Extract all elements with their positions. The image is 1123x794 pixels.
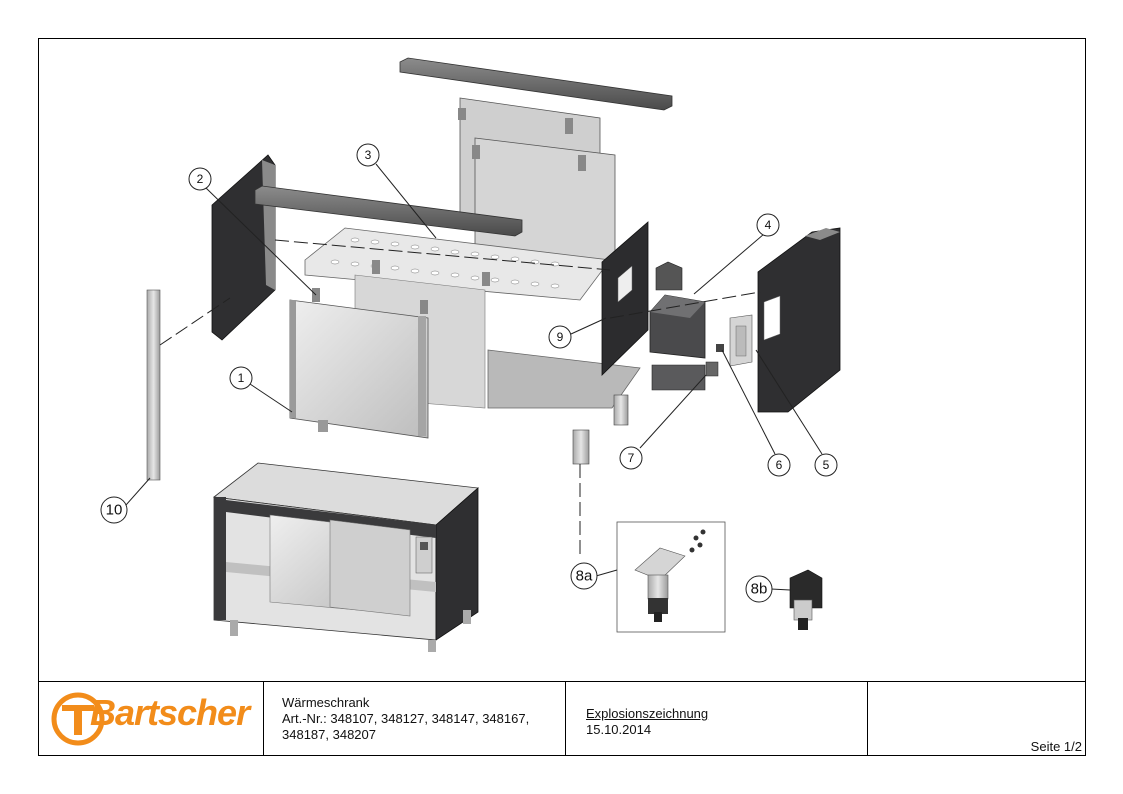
top-rail	[399, 57, 673, 111]
drawing-sheet-border	[38, 38, 1086, 756]
panel-bracket	[578, 155, 586, 171]
svg-text:10: 10	[106, 502, 123, 519]
callout-5: 5	[814, 453, 838, 477]
heater-unit	[651, 364, 706, 391]
drawing-info-cell: Explosionszeichnung 15.10.2014	[566, 682, 868, 756]
callout-3: 3	[356, 143, 380, 167]
door-bracket	[372, 260, 380, 274]
svg-text:7: 7	[628, 451, 635, 465]
logo-wordmark: Bartscher	[90, 692, 250, 733]
drawing-type: Explosionszeichnung	[586, 706, 709, 721]
callout-7: 7	[619, 446, 643, 470]
door-edge	[290, 300, 296, 418]
drawing-date: 15.10.2014	[586, 722, 652, 737]
control-bezel-window	[735, 325, 747, 357]
right-side-panel-window	[763, 295, 781, 341]
leader-lines	[125, 163, 823, 591]
callout-2: 2	[188, 167, 212, 191]
back-panel-front	[474, 137, 616, 263]
article-numbers: Art.-Nr.: 348107, 348127, 348147, 348167…	[282, 711, 530, 742]
callout-6: 6	[767, 453, 791, 477]
svg-text:9: 9	[557, 330, 564, 344]
page-number: Seite 1/2	[1030, 739, 1082, 754]
assembly-lines	[159, 239, 761, 555]
title-block: Bartscher Wärmeschrank Art.-Nr.: 348107,…	[38, 681, 1086, 756]
indicator-lamp	[716, 344, 724, 352]
svg-text:8b: 8b	[751, 581, 768, 598]
logo-cell: Bartscher	[38, 682, 264, 756]
product-cell: Wärmeschrank Art.-Nr.: 348107, 348127, 3…	[264, 682, 566, 756]
product-name: Wärmeschrank	[282, 695, 370, 710]
foot-insert-detail	[789, 569, 823, 630]
callout-10: 10	[100, 496, 128, 524]
bartscher-logo	[51, 692, 105, 746]
profile-strip	[146, 289, 161, 481]
shelf-holes	[330, 237, 560, 289]
cover-bracket	[655, 261, 683, 291]
callout-4: 4	[756, 213, 780, 237]
sliding-door	[289, 299, 429, 439]
adjustable-foot	[613, 394, 629, 426]
panel-bracket	[472, 145, 480, 159]
svg-text:3: 3	[365, 148, 372, 162]
thermostat-knob	[705, 361, 719, 377]
panel-slot	[617, 265, 633, 303]
svg-text:8a: 8a	[576, 568, 593, 585]
svg-text:6: 6	[776, 458, 783, 472]
page-cell: Seite 1/2	[868, 682, 1086, 756]
svg-text:5: 5	[823, 458, 830, 472]
callout-1: 1	[229, 366, 253, 390]
middle-rail	[254, 185, 523, 237]
panel-bracket	[565, 118, 573, 134]
callout-8b: 8b	[745, 575, 773, 603]
right-side-panel-top	[805, 228, 840, 240]
panel-bracket	[458, 108, 466, 120]
right-inner-panel	[601, 221, 649, 376]
callout-9: 9	[548, 325, 572, 349]
adjustable-foot	[572, 429, 590, 465]
door-edge	[418, 316, 426, 436]
exploded-view-drawing: 1 2 3 4 5 6 7 8a 8b 9 10	[100, 57, 841, 652]
door-bracket	[420, 300, 428, 314]
svg-text:2: 2	[197, 172, 204, 186]
detail-8a-frame	[616, 521, 726, 633]
callout-8a: 8a	[570, 562, 598, 590]
assembled-warming-cabinet	[212, 462, 479, 652]
door-bracket	[482, 272, 490, 286]
cabinet-foot	[318, 420, 328, 432]
adjustable-foot-detail	[634, 529, 706, 622]
svg-text:4: 4	[765, 218, 772, 232]
svg-text:1: 1	[238, 371, 245, 385]
right-side-panel	[757, 227, 841, 413]
